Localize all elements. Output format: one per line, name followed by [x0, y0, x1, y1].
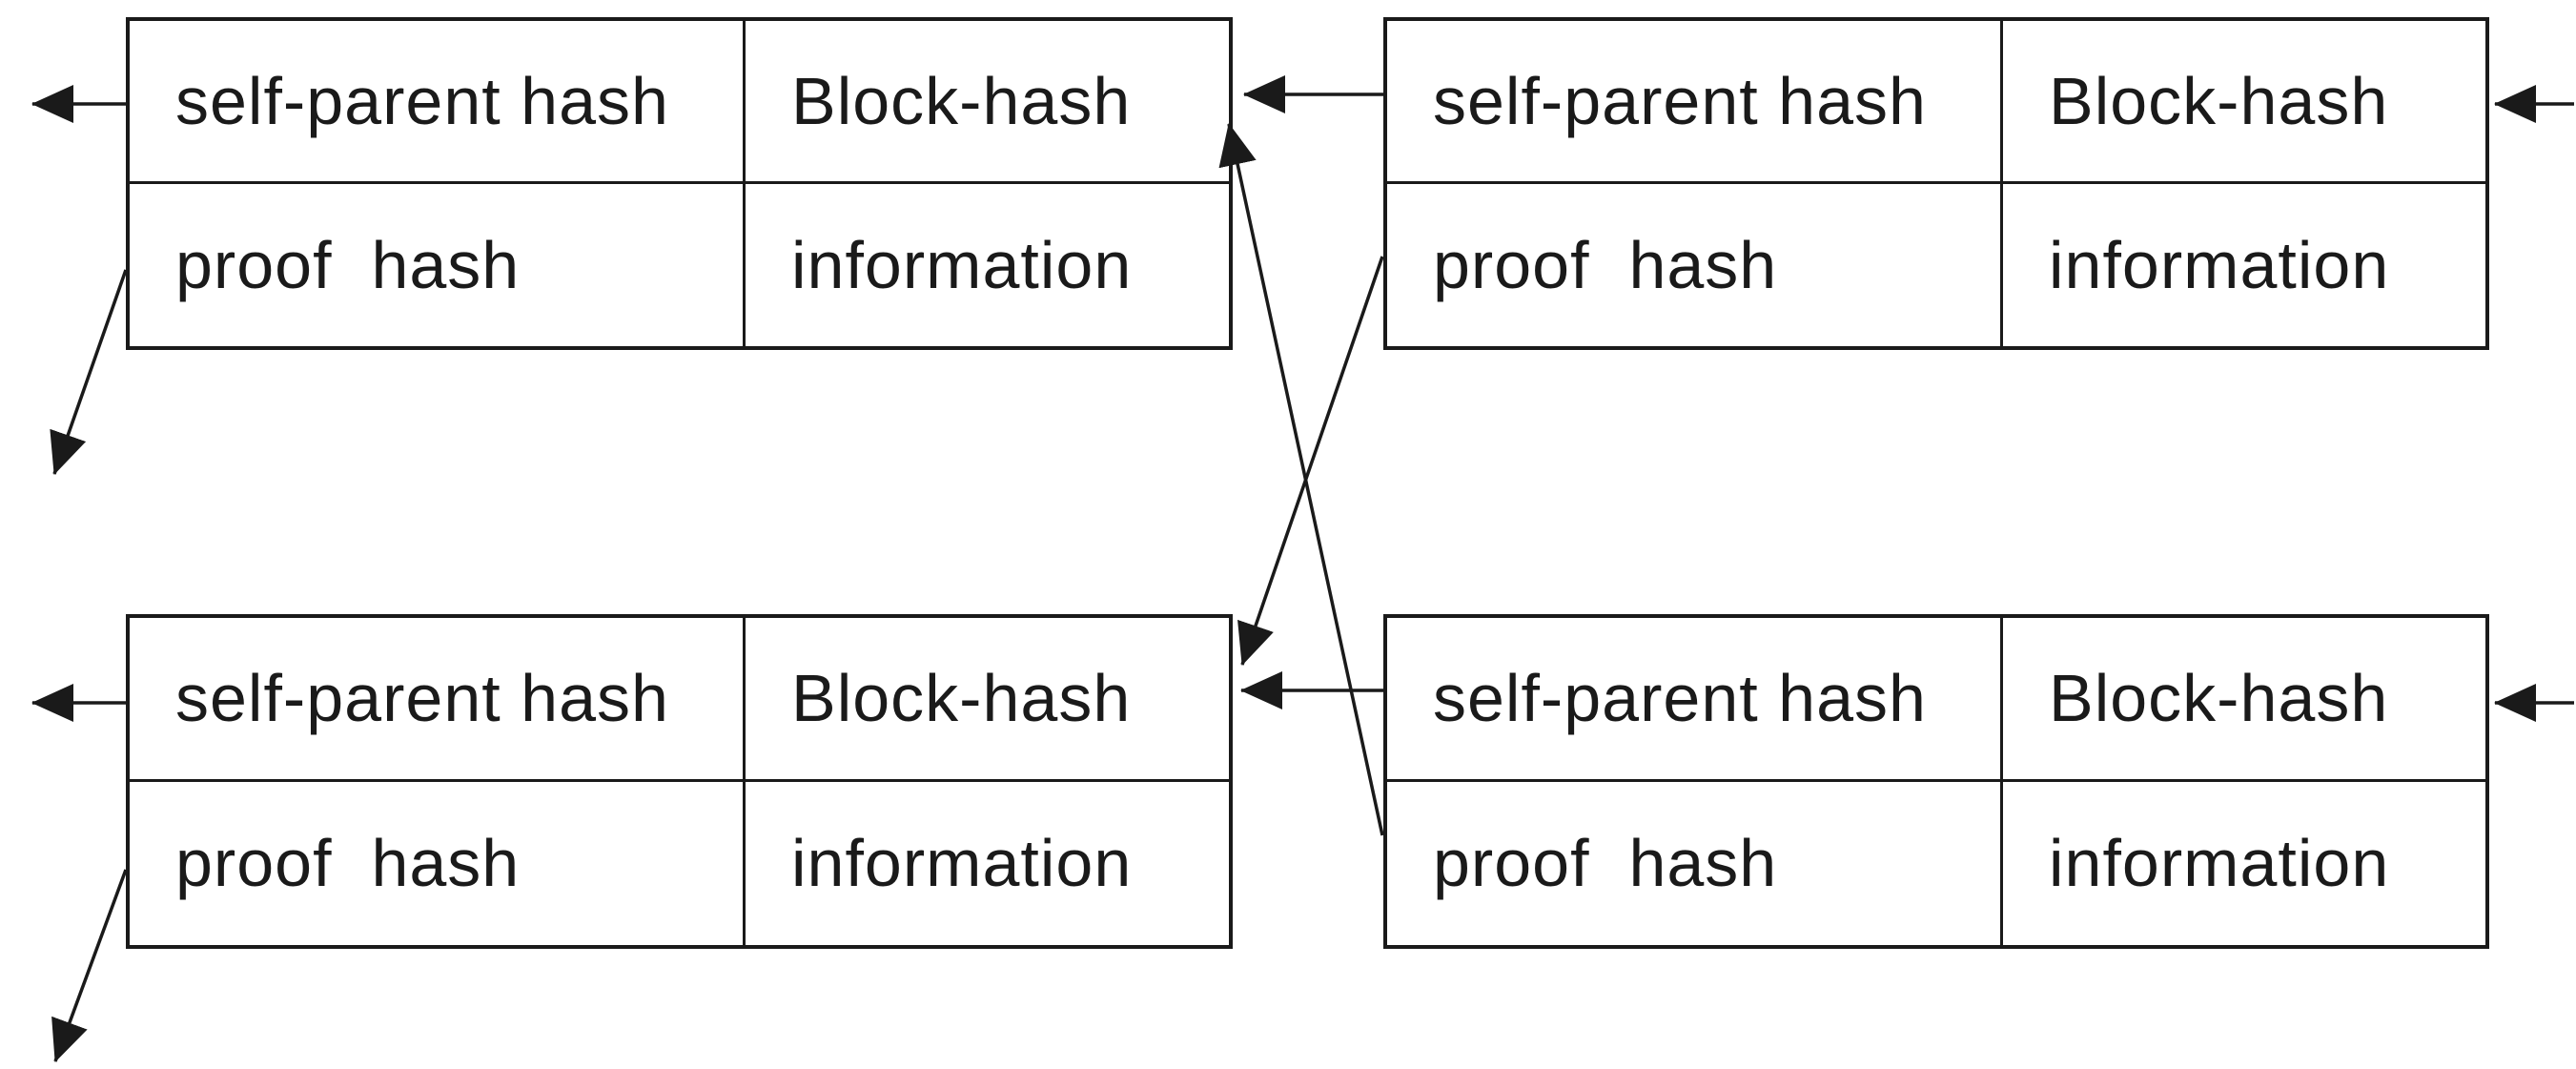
- cell-block-hash: Block-hash: [746, 618, 1229, 782]
- arrow-proof-hash-link-top-right-to-bottom-left: [1237, 256, 1384, 666]
- cell-proof-hash: proof hash: [1387, 183, 2003, 346]
- block-top-right: self-parent hash Block-hash proof hash i…: [1383, 17, 2489, 350]
- cell-self-parent-hash: self-parent hash: [1387, 618, 2003, 782]
- arrow-proof-hash-link-bottom-right-to-top-left: [1218, 123, 1384, 836]
- block-bottom-right: self-parent hash Block-hash proof hash i…: [1383, 614, 2489, 949]
- cell-self-parent-hash: self-parent hash: [130, 21, 746, 184]
- cell-self-parent-hash: self-parent hash: [1387, 21, 2003, 184]
- cell-self-parent-hash: self-parent hash: [130, 618, 746, 782]
- block-bottom-left: self-parent hash Block-hash proof hash i…: [126, 614, 1233, 949]
- cell-proof-hash: proof hash: [130, 183, 746, 346]
- arrow-proof-hash-out-bottom-left: [51, 869, 128, 1062]
- cell-proof-hash: proof hash: [1387, 781, 2003, 945]
- cell-block-hash: Block-hash: [2003, 21, 2485, 184]
- cell-proof-hash: proof hash: [130, 781, 746, 945]
- cell-information: information: [791, 227, 1133, 302]
- arrow-proof-hash-out-top-left: [50, 269, 128, 475]
- cell-block-hash: Block-hash: [2003, 618, 2485, 782]
- cell-information: information: [791, 826, 1133, 901]
- cell-block-hash: Block-hash: [746, 21, 1229, 184]
- block-top-left: self-parent hash Block-hash proof hash i…: [126, 17, 1233, 350]
- cell-information: information: [2049, 227, 2390, 302]
- cell-information: information: [2049, 826, 2390, 901]
